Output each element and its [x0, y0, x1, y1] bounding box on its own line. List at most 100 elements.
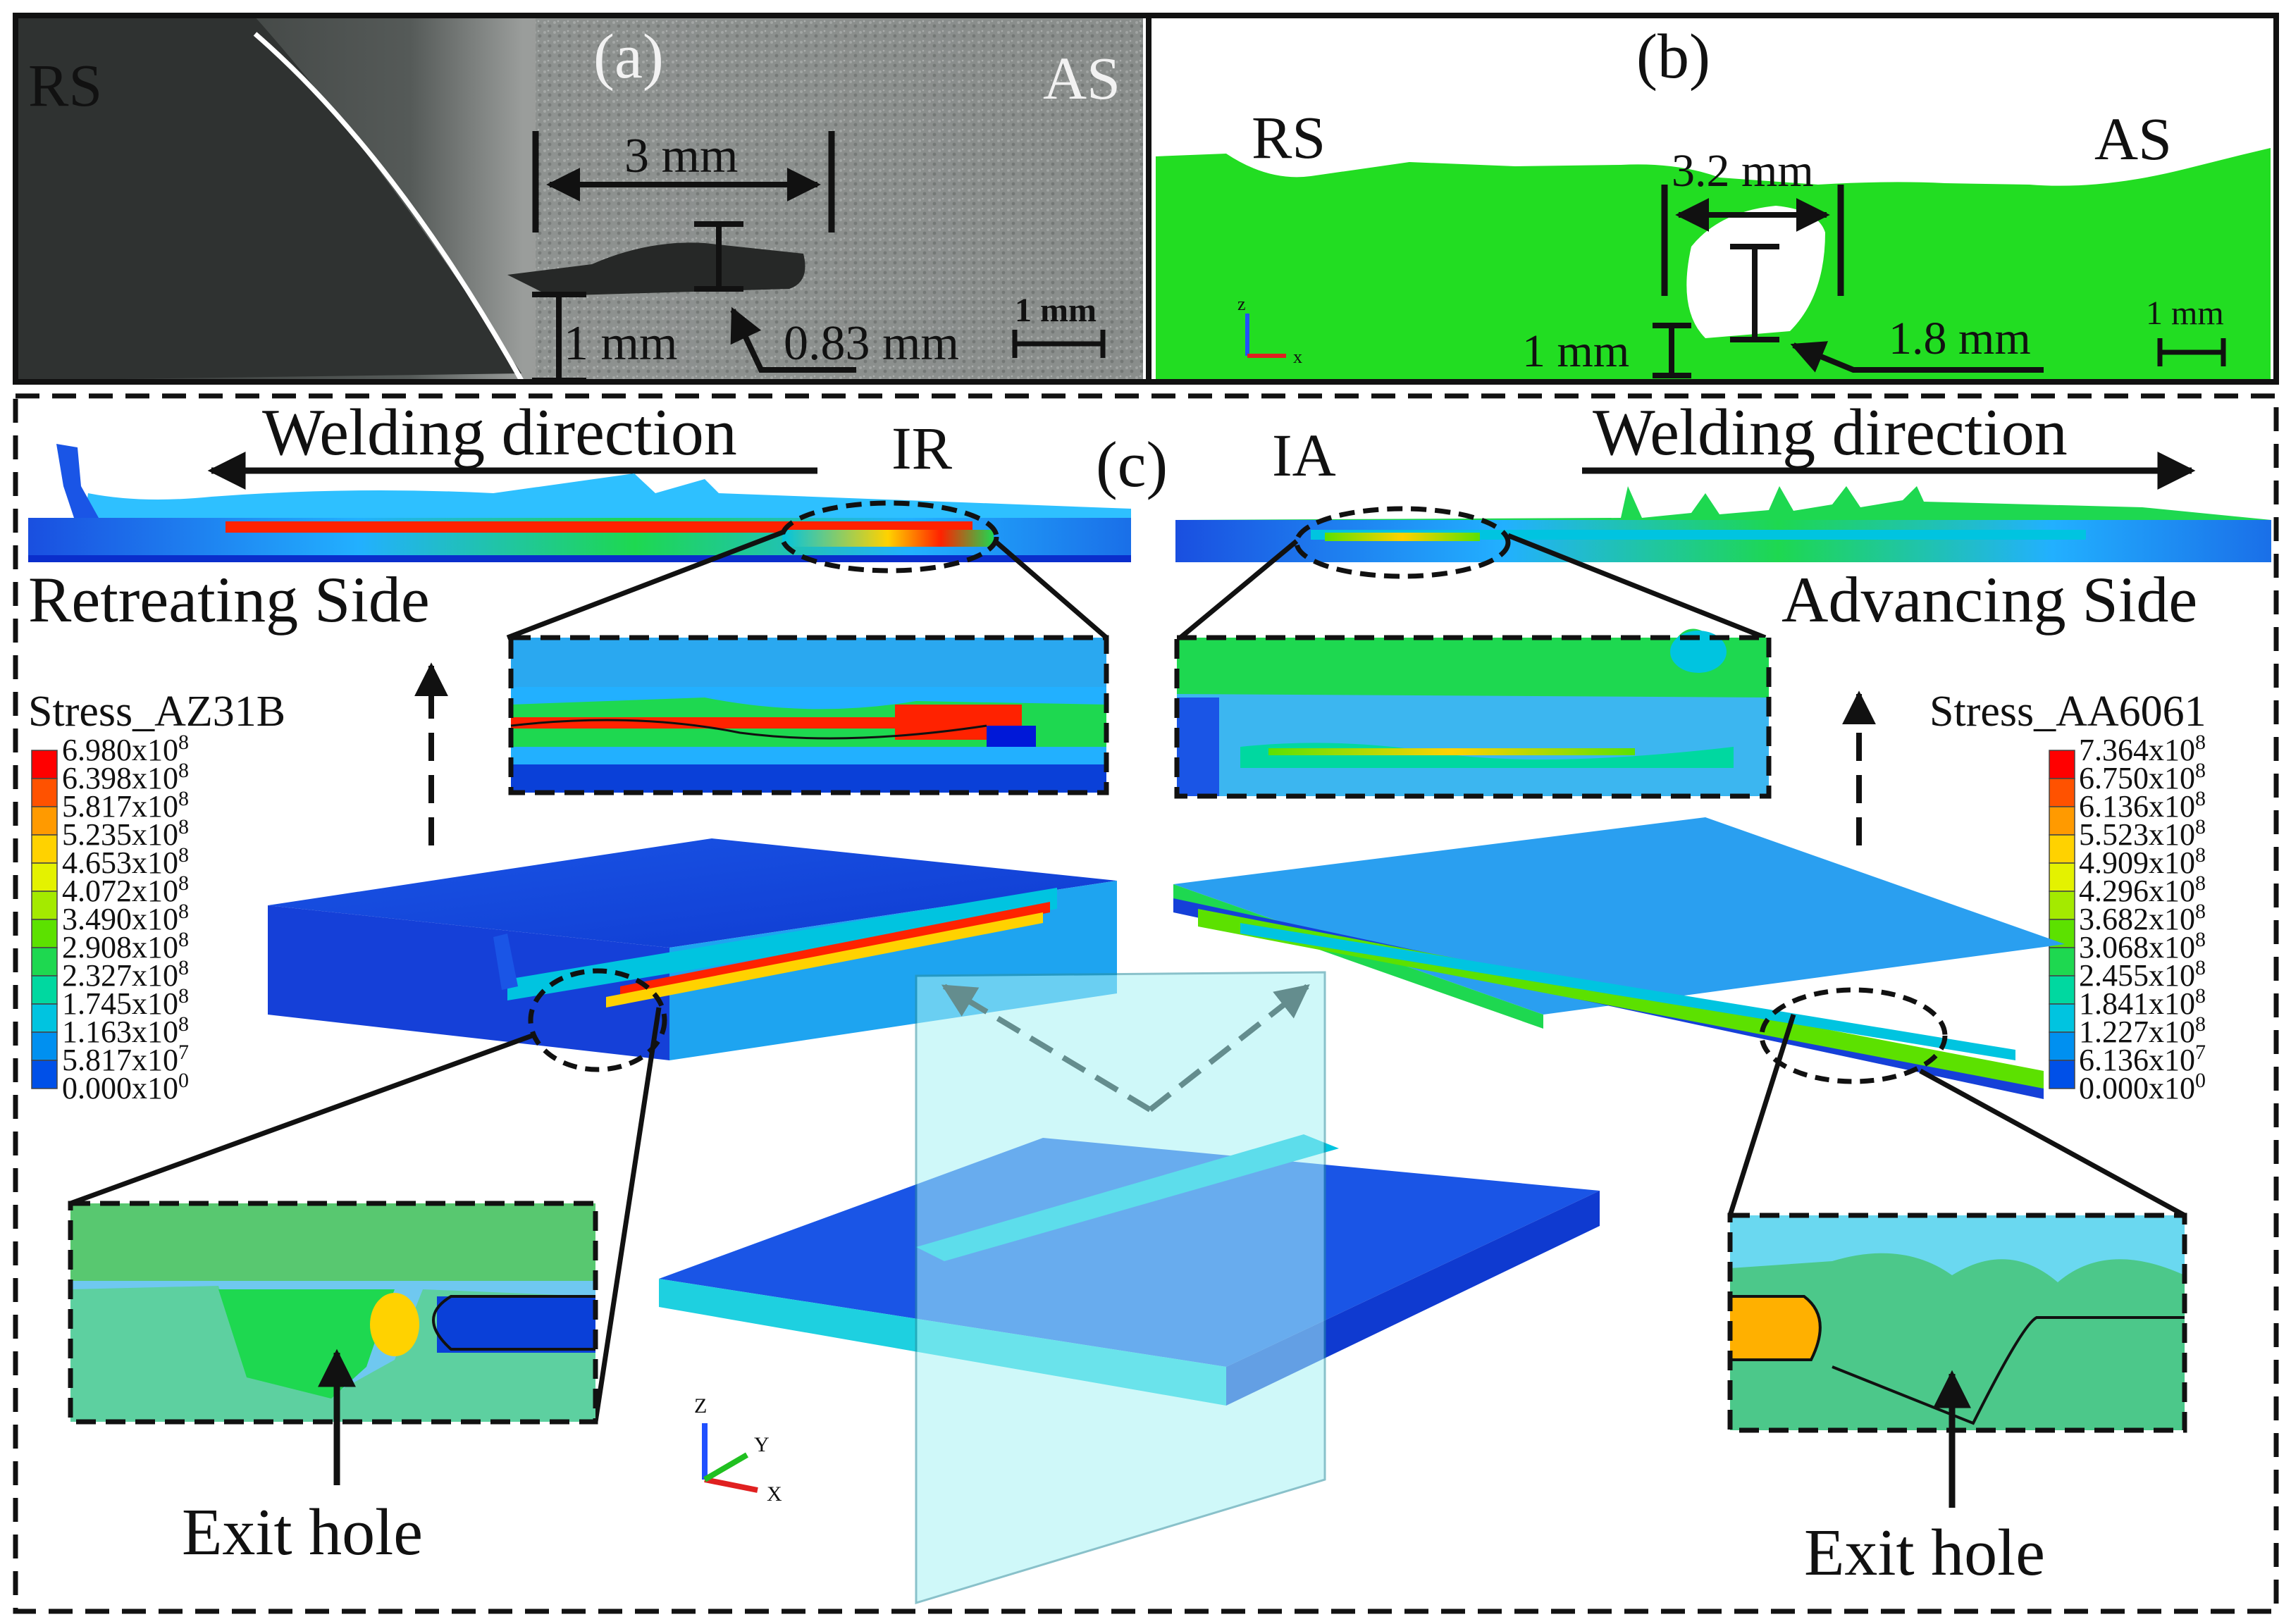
legend-color-cell: [2049, 806, 2075, 836]
legend-tick-label: 2.908x108: [62, 928, 189, 965]
legend-tick-label: 1.841x108: [2079, 984, 2206, 1021]
legend-tick-label: 3.068x108: [2079, 928, 2206, 965]
legend-tick-label: 5.817x108: [62, 787, 189, 824]
panel-b-rs-label: RS: [1252, 104, 1326, 171]
legend-tick-label: 6.750x108: [2079, 759, 2206, 795]
legend-tick-label: 5.523x108: [2079, 815, 2206, 852]
aa6061-section-strip: [1175, 486, 2271, 579]
aa6061-strip-ia-zone: [1325, 533, 1480, 541]
ir-inset-red-band: [511, 717, 948, 729]
triad-c-x-label: X: [767, 1482, 782, 1506]
legend-color-cell: [31, 834, 58, 864]
welding-direction-left-label: Welding direction: [262, 396, 737, 469]
legend-tick-label: 5.235x108: [62, 815, 189, 852]
legend-tick-label: 6.136x107: [2079, 1041, 2206, 1077]
exit-hole-inset-left: Exit hole: [68, 1201, 598, 1569]
zoom-line-exit-left-b: [593, 1007, 662, 1422]
az31b-plate-weld-band: [507, 888, 1057, 1000]
panel-b-as-label: AS: [2094, 105, 2172, 173]
legend-az31b-ticks: 6.980x1086.398x1085.817x1085.235x1084.65…: [62, 731, 189, 1105]
retreating-side-label: Retreating Side: [28, 564, 430, 636]
legend-az31b-title: Stress_AZ31B: [28, 688, 285, 736]
exit-right-interface-b: [1832, 1316, 2185, 1425]
triad-c-x-axis: [704, 1477, 758, 1493]
panel-c-frame: [13, 393, 2279, 1614]
zoom-line-ir-right: [993, 539, 1109, 640]
legend-tick-label: 2.455x108: [2079, 956, 2206, 993]
dim-b-height-leader: [1790, 341, 2044, 373]
az31b-3d-plate: [268, 838, 1117, 1072]
legend-color-cell: [2049, 891, 2075, 920]
zoom-line-ia-left: [1178, 539, 1299, 640]
panel-a-as-label: AS: [1043, 44, 1120, 112]
dim-b-width-label: 3.2 mm: [1672, 145, 1814, 197]
legend-color-cell: [2049, 862, 2075, 892]
legend-color-cell: [31, 1031, 58, 1061]
legend-tick-label: 4.909x108: [2079, 843, 2206, 880]
triad-c-y-axis: [703, 1452, 749, 1482]
legend-tick-label: 3.682x108: [2079, 900, 2206, 936]
welding-direction-right-label: Welding direction: [1593, 396, 2068, 469]
center-section-plane: [915, 971, 1326, 1605]
panel-c-label: (c): [1096, 428, 1168, 500]
legend-tick-label: 5.817x107: [62, 1041, 189, 1077]
legend-tick-label: 2.327x108: [62, 956, 189, 993]
az31b-plate-top: [268, 838, 1117, 948]
legend-color-cell: [2049, 975, 2075, 1005]
panel-b-label: (b): [1636, 22, 1710, 92]
zoom-line-exit-right-a: [1727, 1013, 1796, 1217]
az31b-exit-ellipse: [528, 968, 667, 1072]
center-3d-assembly: [659, 971, 1600, 1605]
ia-inset-bump: [1670, 631, 1727, 673]
legend-color-cell: [31, 891, 58, 920]
zoom-line-exit-left-a: [69, 1033, 533, 1206]
legend-tick-label: 4.653x108: [62, 843, 189, 880]
dim-a-height-label: 0.83 mm: [784, 316, 959, 371]
legend-color-cell: [31, 919, 58, 948]
legend-color-cell: [2049, 1060, 2075, 1089]
az31b-section-strip: [28, 444, 1131, 574]
exit-right-top: [1730, 1215, 2185, 1282]
aa6061-exit-ellipse: [1759, 987, 1948, 1084]
legend-aa6061: Stress_AA6061 7.364x1086.750x1086.136x10…: [1929, 688, 2206, 1105]
az31b-plate-warm-band: [606, 912, 1043, 1008]
legend-color-cell: [31, 778, 58, 807]
ia-inset-left-blue: [1177, 698, 1219, 796]
legend-color-cell: [2049, 834, 2075, 864]
exit-left-label: Exit hole: [182, 1496, 423, 1569]
aa6061-3d-plate: [1173, 817, 2065, 1099]
dim-b-height-label: 1.8 mm: [1889, 313, 2031, 364]
ir-inset-frame: [508, 635, 1109, 795]
legend-az31b-color-bar: [31, 750, 58, 1089]
legend-tick-label: 6.980x108: [62, 731, 189, 767]
exit-left-interface: [432, 1295, 595, 1351]
aa6061-plate-top: [1173, 817, 2065, 1015]
legend-color-cell: [2049, 947, 2075, 977]
panel-a: RS AS (a) 3 mm 0.83 mm 1 mm 1 mm: [16, 16, 1143, 383]
az31b-strip-pin-stub: [56, 444, 99, 518]
ia-inset-warm-band: [1268, 748, 1635, 755]
panel-b: RS AS (b) 3.2 mm 1.8 mm 1 mm 1 mm z x: [1149, 16, 2276, 382]
exit-right-label: Exit hole: [1804, 1516, 2045, 1589]
exit-right-interface-a: [1730, 1295, 1822, 1361]
panel-a-scale-label: 1 mm: [1015, 292, 1097, 329]
dim-a-height-leader: [730, 306, 856, 373]
az31b-plate-hot-band: [620, 902, 1050, 997]
exit-hole-inset-right: Exit hole: [1727, 1213, 2187, 1589]
legend-color-cell: [31, 975, 58, 1005]
ia-inset-top: [1177, 628, 1769, 698]
legend-color-cell: [2049, 1003, 2075, 1033]
legend-tick-label: 6.398x108: [62, 759, 189, 795]
triad-c-y-label: Y: [754, 1433, 770, 1456]
legend-color-cell: [2049, 778, 2075, 807]
exit-left-top: [70, 1203, 595, 1281]
exit-left-blue-block: [437, 1296, 595, 1353]
legend-color-cell: [31, 947, 58, 977]
triad-b-z-label: z: [1237, 294, 1246, 314]
ir-inset-interface: [510, 719, 987, 740]
triad-c-z-label: Z: [694, 1394, 707, 1418]
legend-aa6061-ticks: 7.364x1086.750x1086.136x1085.523x1084.90…: [2079, 731, 2206, 1105]
legend-color-cell: [2049, 750, 2075, 779]
legend-color-cell: [31, 1003, 58, 1033]
ir-label: IR: [891, 414, 953, 482]
